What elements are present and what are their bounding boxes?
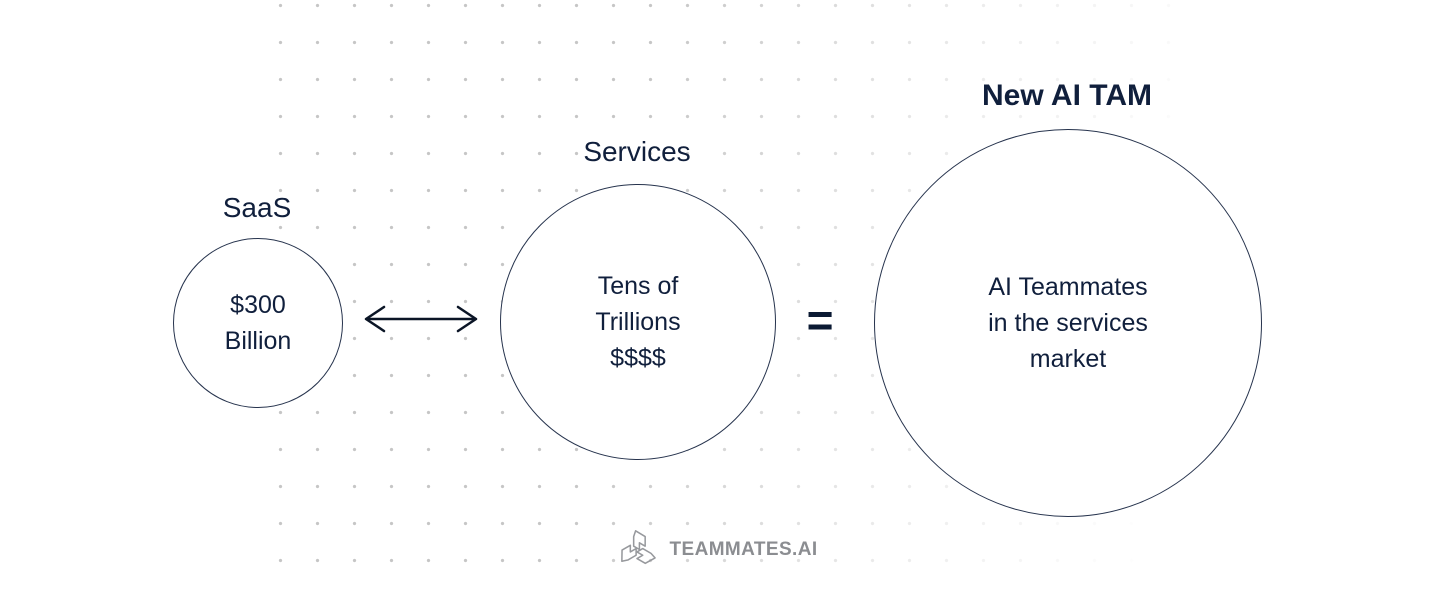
double-headed-arrow-icon bbox=[364, 305, 478, 333]
equals-sign: = bbox=[806, 294, 834, 346]
saas-circle: $300 Billion bbox=[173, 238, 343, 408]
services-circle: Tens of Trillions $$$$ bbox=[500, 184, 776, 460]
new-ai-tam-value: AI Teammates in the services market bbox=[988, 273, 1148, 373]
saas-value: $300 Billion bbox=[224, 291, 292, 355]
brand-footer: TEAMMATES.AI bbox=[615, 527, 818, 573]
saas-label: SaaS bbox=[222, 192, 292, 223]
services-value: Tens of Trillions $$$$ bbox=[595, 272, 681, 372]
brand-name: TEAMMATES.AI bbox=[669, 539, 818, 560]
services-label: Services bbox=[583, 136, 691, 167]
new-ai-tam-circle: AI Teammates in the services market bbox=[874, 129, 1262, 517]
teammates-knot-icon bbox=[621, 530, 656, 565]
new-ai-tam-label: New AI TAM bbox=[982, 79, 1152, 112]
